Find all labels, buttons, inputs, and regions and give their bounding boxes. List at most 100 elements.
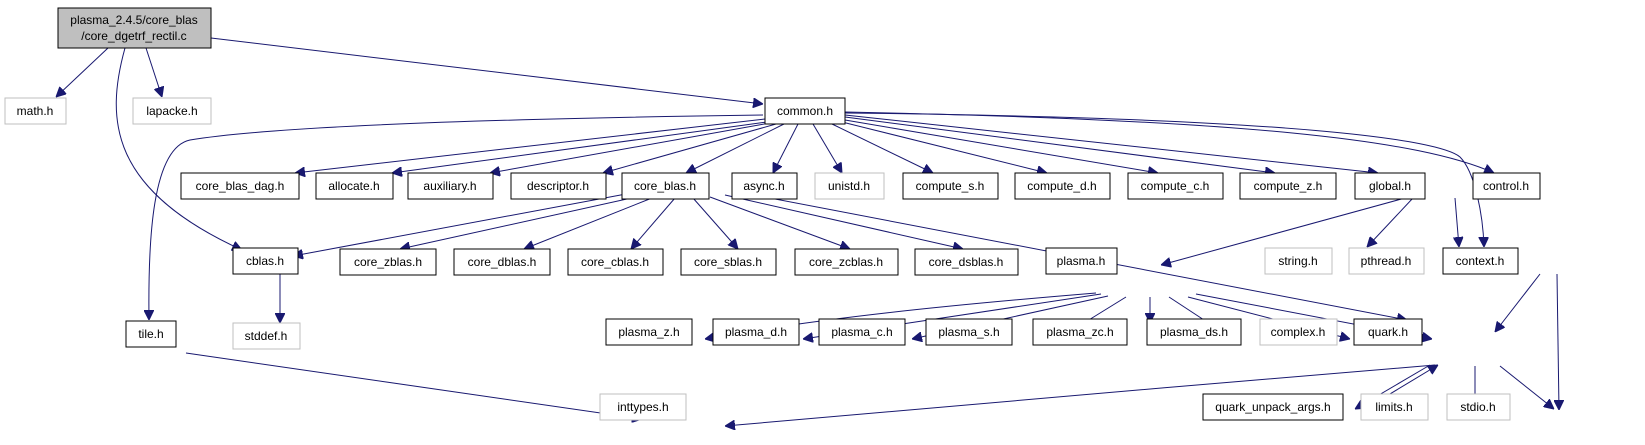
node-cblas-h[interactable]: cblas.h [232,247,299,275]
edge-core-blas-cblas-h [293,193,627,256]
node-plasma-d-h-label: plasma_d.h [725,325,787,339]
edge-global-pthread-h [1455,197,1459,247]
node-pthread-h-label: pthread.h [1361,254,1412,268]
node-allocate-h[interactable]: allocate.h [315,172,394,200]
node-compute-s-h[interactable]: compute_s.h [902,172,999,200]
node-stdio-h: stdio.h [1446,393,1511,421]
edge-tile-inttypes-h [185,352,642,419]
node-core-cblas-h[interactable]: core_cblas.h [567,248,664,276]
node-tile-h[interactable]: tile.h [125,320,177,348]
node-global-h-label: global.h [1369,179,1411,193]
edge-core-blas-core-zblas-h [400,196,637,249]
node-compute-d-h[interactable]: compute_d.h [1014,172,1111,200]
edge-core-blas-core-zcblas-h [709,196,850,249]
node-quark-unpack-args-h[interactable]: quark_unpack_args.h [1202,393,1344,421]
node-limits-h-label: limits.h [1375,400,1412,414]
edge-core-blas-core-cblas-h [631,197,676,249]
node-async-h[interactable]: async.h [731,172,798,200]
node-plasma-s-h-label: plasma_s.h [938,325,999,339]
node-context-h[interactable]: context.h [1442,247,1519,275]
edge-common-descriptor-h [603,123,777,173]
node-plasma-ds-h[interactable]: plasma_ds.h [1146,318,1242,346]
node-compute-z-h-label: compute_z.h [1254,179,1323,193]
node-core-zcblas-h-label: core_zcblas.h [809,255,883,269]
node-context-h-label: context.h [1456,254,1505,268]
node-plasma-c-h-label: plasma_c.h [831,325,892,339]
node-compute-c-h-label: compute_c.h [1141,179,1210,193]
node-plasma-z-h-label: plasma_z.h [618,325,679,339]
node-cblas-h-label: cblas.h [246,254,284,268]
node-core-cblas-h-label: core_cblas.h [581,255,649,269]
node-string-h-label: string.h [1278,254,1317,268]
node-root-file[interactable]: plasma_2.4.5/core_blas /core_dgetrf_rect… [57,7,212,49]
edge-core-blas-core-dblas-h [524,197,653,249]
edge-quark-inttypes-h [725,364,1436,426]
edge-common-tile-h [149,114,764,320]
node-unistd-h-label: unistd.h [828,179,870,193]
edge-core-blas-core-dsblas-h [724,194,963,249]
node-core-blas-dag-h[interactable]: core_blas_dag.h [180,172,300,200]
edge-common-auxiliary-h [490,122,771,173]
edge-context-stdio-h [1557,273,1559,410]
edge-common-async-h [773,123,799,173]
node-compute-z-h[interactable]: compute_z.h [1239,172,1337,200]
node-quark-h[interactable]: quark.h [1353,318,1423,346]
node-plasma-d-h[interactable]: plasma_d.h [712,318,800,346]
node-core-blas-h[interactable]: core_blas.h [621,172,710,200]
node-core-zblas-h-label: core_zblas.h [354,255,422,269]
edge-common-compute-z-h [844,116,1275,173]
node-plasma-s-h[interactable]: plasma_s.h [925,318,1013,346]
edge-root-math-h [56,47,109,97]
node-core-dblas-h-label: core_dblas.h [468,255,537,269]
edge-quark-stdio-h [1499,365,1554,409]
edge-core-blas-core-sblas-h [692,197,738,249]
node-pthread-h: pthread.h [1348,247,1425,275]
node-common-h[interactable]: common.h [764,97,846,125]
edge-root-lapacke-h [145,47,162,97]
node-descriptor-h-label: descriptor.h [527,179,589,193]
node-core-dsblas-h-label: core_dsblas.h [929,255,1004,269]
node-plasma-h-label: plasma.h [1057,254,1106,268]
node-core-zcblas-h[interactable]: core_zcblas.h [794,248,899,276]
node-global-h[interactable]: global.h [1354,172,1426,200]
node-auxiliary-h[interactable]: auxiliary.h [407,172,494,200]
node-unistd-h: unistd.h [814,172,885,200]
node-quark-unpack-args-h-label: quark_unpack_args.h [1215,400,1330,414]
node-math-h-label: math.h [17,104,54,118]
node-core-sblas-h-label: core_sblas.h [694,255,762,269]
node-core-dblas-h[interactable]: core_dblas.h [453,248,551,276]
node-allocate-h-label: allocate.h [328,179,379,193]
node-plasma-zc-h[interactable]: plasma_zc.h [1032,318,1128,346]
node-compute-c-h[interactable]: compute_c.h [1127,172,1224,200]
edge-common-core-blas-h [686,123,785,173]
node-stddef-h-label: stddef.h [245,329,288,343]
node-root-label-line2: /core_dgetrf_rectil.c [81,29,186,43]
node-complex-h-label: complex.h [1271,325,1326,339]
node-core-zblas-h[interactable]: core_zblas.h [339,248,437,276]
node-core-sblas-h[interactable]: core_sblas.h [680,248,777,276]
node-plasma-h[interactable]: plasma.h [1045,247,1118,275]
edge-global-string-h [1367,197,1414,247]
nodes: plasma_2.4.5/core_blas /core_dgetrf_rect… [4,7,1541,421]
node-core-dsblas-h[interactable]: core_dsblas.h [914,248,1019,276]
node-plasma-z-h[interactable]: plasma_z.h [605,318,693,346]
node-limits-h: limits.h [1360,393,1429,421]
node-quark-h-label: quark.h [1368,325,1408,339]
node-core-blas-h-label: core_blas.h [634,179,696,193]
edge-common-unistd-h [812,123,842,173]
node-stdio-h-label: stdio.h [1460,400,1495,414]
edge-common-core-blas-dag-h [295,118,766,173]
edge-root-common-h [210,37,763,104]
node-inttypes-h: inttypes.h [599,393,687,421]
edges [56,37,1559,426]
node-control-h[interactable]: control.h [1472,172,1541,200]
edge-common-compute-c-h [844,119,1158,173]
node-tile-h-label: tile.h [138,327,163,341]
node-descriptor-h[interactable]: descriptor.h [510,172,607,200]
node-control-h-label: control.h [1483,179,1529,193]
node-plasma-c-h[interactable]: plasma_c.h [818,318,906,346]
node-string-h: string.h [1264,247,1333,275]
node-root-label-line1: plasma_2.4.5/core_blas [70,13,197,27]
edge-context-quark-h [1495,273,1541,332]
